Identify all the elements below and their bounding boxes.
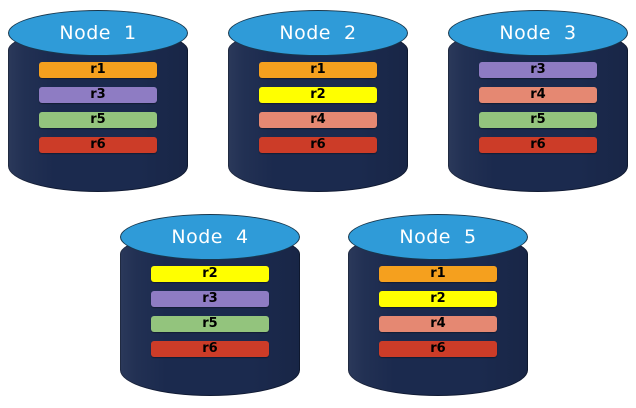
node-title-label: Node 4 xyxy=(171,226,249,248)
node-title-label: Node 5 xyxy=(399,226,477,248)
node-title-label: Node 1 xyxy=(59,22,137,44)
replica-bar-r4[interactable]: r4 xyxy=(479,87,597,103)
database-node-4[interactable]: Node 4 r2 r3 r5 r6 xyxy=(120,214,300,396)
replica-bar-r6[interactable]: r6 xyxy=(39,137,157,153)
replica-bar-r3[interactable]: r3 xyxy=(39,87,157,103)
database-node-3[interactable]: Node 3 r3 r4 r5 r6 xyxy=(448,10,628,192)
replica-bar-r5[interactable]: r5 xyxy=(39,112,157,128)
replica-bar-r1[interactable]: r1 xyxy=(259,62,377,78)
replica-bar-r6[interactable]: r6 xyxy=(479,137,597,153)
replica-bar-r4[interactable]: r4 xyxy=(259,112,377,128)
cylinder-top-ellipse xyxy=(8,10,188,56)
cylinder-top-ellipse xyxy=(348,214,528,260)
cylinder-top-ellipse xyxy=(448,10,628,56)
node-title-label: Node 2 xyxy=(279,22,357,44)
replica-bar-r1[interactable]: r1 xyxy=(379,266,497,282)
replica-bar-r4[interactable]: r4 xyxy=(379,316,497,332)
replica-bar-r1[interactable]: r1 xyxy=(39,62,157,78)
cylinder-top-ellipse xyxy=(228,10,408,56)
replica-bar-r2[interactable]: r2 xyxy=(259,87,377,103)
replica-bar-r3[interactable]: r3 xyxy=(151,291,269,307)
replica-list: r1 r3 r5 r6 xyxy=(39,62,157,153)
replica-bar-r3[interactable]: r3 xyxy=(479,62,597,78)
cylinder-top-ellipse xyxy=(120,214,300,260)
replica-list: r1 r2 r4 r6 xyxy=(379,266,497,357)
replica-bar-r5[interactable]: r5 xyxy=(151,316,269,332)
replica-list: r2 r3 r5 r6 xyxy=(151,266,269,357)
database-node-2[interactable]: Node 2 r1 r2 r4 r6 xyxy=(228,10,408,192)
replica-list: r1 r2 r4 r6 xyxy=(259,62,377,153)
replica-bar-r2[interactable]: r2 xyxy=(379,291,497,307)
replica-bar-r6[interactable]: r6 xyxy=(379,341,497,357)
replica-bar-r6[interactable]: r6 xyxy=(259,137,377,153)
replica-list: r3 r4 r5 r6 xyxy=(479,62,597,153)
database-node-1[interactable]: Node 1 r1 r3 r5 r6 xyxy=(8,10,188,192)
replica-bar-r6[interactable]: r6 xyxy=(151,341,269,357)
node-title-label: Node 3 xyxy=(499,22,577,44)
database-node-5[interactable]: Node 5 r1 r2 r4 r6 xyxy=(348,214,528,396)
replica-bar-r2[interactable]: r2 xyxy=(151,266,269,282)
replica-bar-r5[interactable]: r5 xyxy=(479,112,597,128)
